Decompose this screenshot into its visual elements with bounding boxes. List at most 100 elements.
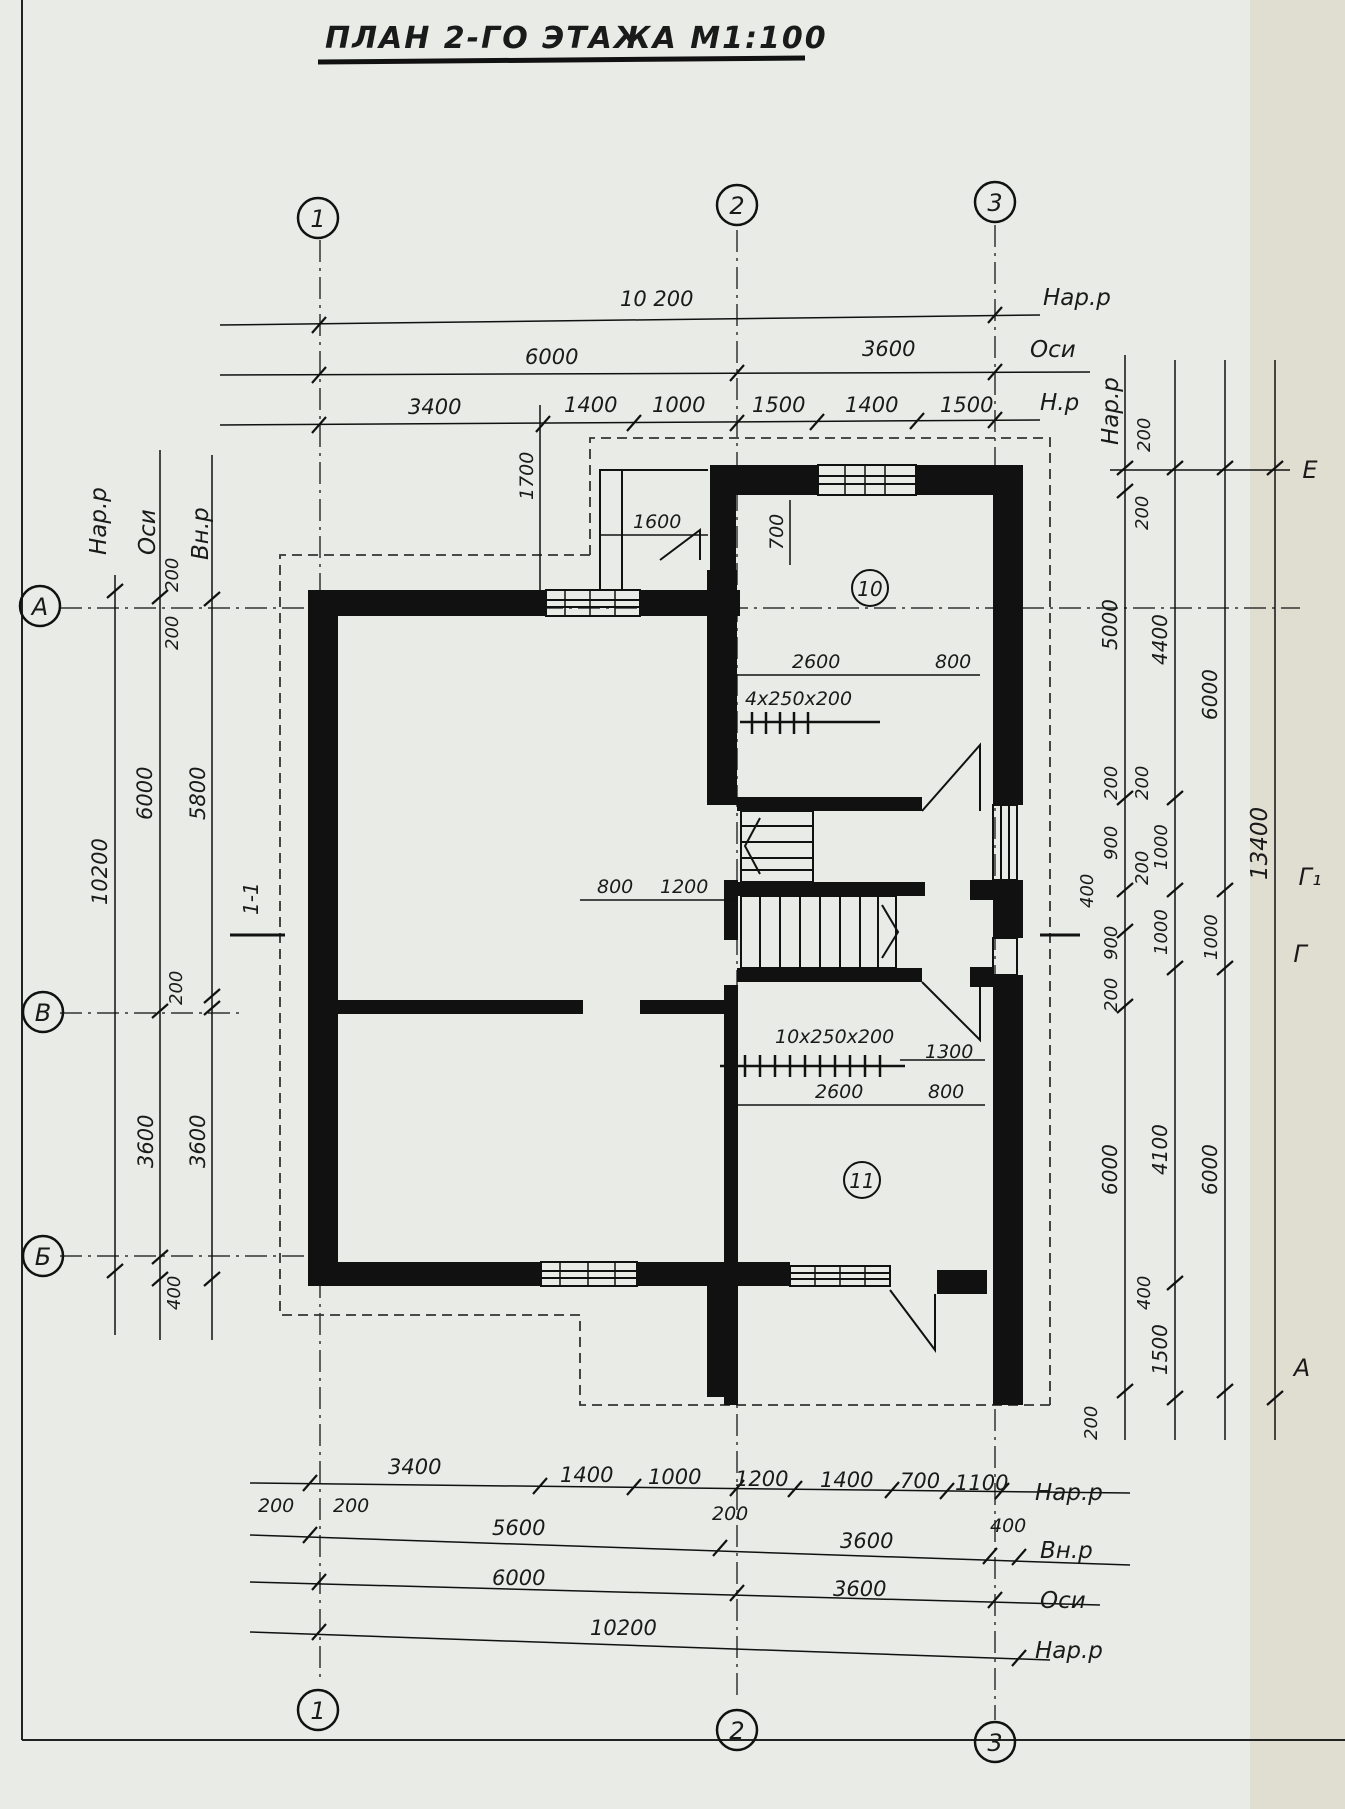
stairs — [659, 528, 981, 1353]
top-dim-1500-a: 1500 — [752, 393, 805, 417]
room-tags — [843, 569, 889, 1199]
bottom-dim-200-a: 200 — [258, 1495, 294, 1517]
section-mark-label: 1-1 — [239, 882, 263, 915]
bottom-dim-lines — [249, 1482, 1131, 1661]
right-dim-4100: 4100 — [1148, 1124, 1172, 1175]
overhang-outline — [279, 437, 1051, 1406]
interior-dims: 1700 1600 700 2600 800 4x250x200 800 120… — [516, 452, 973, 1103]
axis-label-g1-right: Г₁ — [1299, 863, 1322, 891]
top-dim-1500-b: 1500 — [940, 393, 993, 417]
bottom-label-nar-1: Нар.р — [1035, 1480, 1103, 1506]
top-dim-1000: 1000 — [652, 393, 705, 417]
top-dim-lines — [219, 314, 1091, 426]
dim-2600-top: 2600 — [792, 651, 840, 673]
right-dim-1000-b: 1000 — [1151, 909, 1172, 955]
room-label-11: 11 — [849, 1169, 874, 1193]
top-label-nr: Н.р — [1040, 390, 1079, 416]
plan-title: ПЛАН 2-ГО ЭТАЖА М1:100 — [325, 21, 828, 56]
bottom-dim-400: 400 — [990, 1515, 1026, 1537]
bottom-dim-5600: 5600 — [492, 1516, 545, 1540]
top-dim-3400: 3400 — [408, 395, 461, 419]
left-dim-200-mid: 200 — [166, 971, 187, 1005]
right-dim-200-c: 200 — [1101, 978, 1122, 1012]
left-dim-400: 400 — [164, 1276, 185, 1310]
bottom-dim-10200: 10200 — [590, 1616, 657, 1640]
bottom-dim-1000: 1000 — [648, 1465, 701, 1489]
left-dim-6000: 6000 — [133, 767, 157, 820]
right-dim-ticks — [1116, 460, 1284, 1406]
dim-800-mid: 800 — [597, 876, 633, 898]
walls — [308, 465, 1023, 1405]
right-dim-900-a: 900 — [1101, 826, 1122, 860]
dim-800-bottom: 800 — [928, 1081, 964, 1103]
right-dim-200-e: 200 — [1132, 496, 1153, 530]
axis-label-e-right: Е — [1302, 456, 1318, 484]
left-label-osi: Оси — [135, 509, 161, 555]
right-dim-400-mid: 400 — [1077, 874, 1098, 908]
axis-labels: 1 2 3 1 2 3 А В Б Е Г₁ Г А — [30, 189, 1322, 1757]
stair-step-ticks — [720, 712, 905, 1077]
right-dim-200-g: 200 — [1132, 851, 1153, 885]
axis-label-2-bottom: 2 — [729, 1717, 744, 1745]
axis-label-v-left: В — [35, 999, 51, 1027]
right-dim-200-a: 200 — [1134, 418, 1155, 452]
bottom-dim-3600-a: 3600 — [840, 1529, 893, 1553]
porch-outline — [599, 469, 708, 590]
bottom-dim-1400-a: 1400 — [560, 1463, 613, 1487]
bottom-dim-ticks — [302, 1474, 1027, 1667]
right-dim-200-f: 200 — [1132, 766, 1153, 800]
left-dim-200-a: 200 — [162, 616, 183, 650]
right-dim-4400: 4400 — [1148, 614, 1172, 665]
bottom-dim-200-b: 200 — [333, 1495, 369, 1517]
top-dim-ticks — [311, 306, 1003, 434]
right-dim-5000: 5000 — [1098, 599, 1122, 650]
top-dim-6000: 6000 — [525, 345, 578, 369]
top-label-nar: Нар.р — [1043, 285, 1111, 311]
top-dim-3600: 3600 — [862, 337, 915, 361]
left-label-vn: Вн.р — [188, 507, 214, 560]
interior-dim-lines — [539, 405, 985, 1106]
top-dim-1400-b: 1400 — [845, 393, 898, 417]
right-dim-lines — [1110, 355, 1290, 1440]
right-dim-13400: 13400 — [1247, 807, 1273, 880]
top-label-osi: Оси — [1030, 337, 1076, 363]
top-dim-10200: 10 200 — [620, 287, 693, 311]
right-dim-6000-a: 6000 — [1098, 1144, 1122, 1195]
room-label-10: 10 — [857, 577, 882, 601]
left-dim-10200: 10200 — [88, 838, 112, 905]
dim-1200-mid: 1200 — [660, 876, 708, 898]
dim-800-top: 800 — [935, 651, 971, 673]
dim-700: 700 — [766, 514, 788, 550]
bottom-dims: 3400 1400 1000 1200 1400 700 1100 200 20… — [258, 1455, 1103, 1664]
left-dim-ticks — [106, 583, 221, 1287]
dim-2600-bottom: 2600 — [815, 1081, 863, 1103]
bottom-dim-1100: 1100 — [955, 1471, 1008, 1495]
right-dim-1000-a: 1000 — [1151, 824, 1172, 870]
right-dim-1000-c: 1000 — [1201, 914, 1222, 960]
stair-spec-top: 4x250x200 — [745, 688, 852, 710]
bottom-dim-700: 700 — [900, 1469, 940, 1493]
axis-label-a-left: А — [30, 593, 48, 621]
axis-label-b-left: Б — [35, 1243, 51, 1271]
right-dim-200-b: 200 — [1101, 766, 1122, 800]
bottom-dim-200-c: 200 — [712, 1503, 748, 1525]
axis-label-3-bottom: 3 — [987, 1729, 1002, 1757]
stair-spec-bottom: 10x250x200 — [775, 1026, 894, 1048]
bottom-dim-1400-b: 1400 — [820, 1468, 873, 1492]
bottom-dim-3600-b: 3600 — [833, 1577, 886, 1601]
right-dims: Нар.р 200 5000 200 900 400 900 200 6000 … — [1077, 377, 1273, 1440]
right-dim-6000-c: 6000 — [1198, 1144, 1222, 1195]
bottom-dim-6000: 6000 — [492, 1566, 545, 1590]
right-dim-6000-b: 6000 — [1198, 669, 1222, 720]
top-dim-1400-a: 1400 — [564, 393, 617, 417]
axis-label-3-top: 3 — [987, 189, 1002, 217]
window-mullions — [559, 465, 886, 1286]
dim-1600: 1600 — [633, 511, 681, 533]
axis-label-1-top: 1 — [310, 205, 325, 233]
axis-label-2-top: 2 — [729, 192, 744, 220]
left-dim-5800: 5800 — [186, 767, 210, 820]
bottom-label-osi: Оси — [1040, 1588, 1086, 1614]
